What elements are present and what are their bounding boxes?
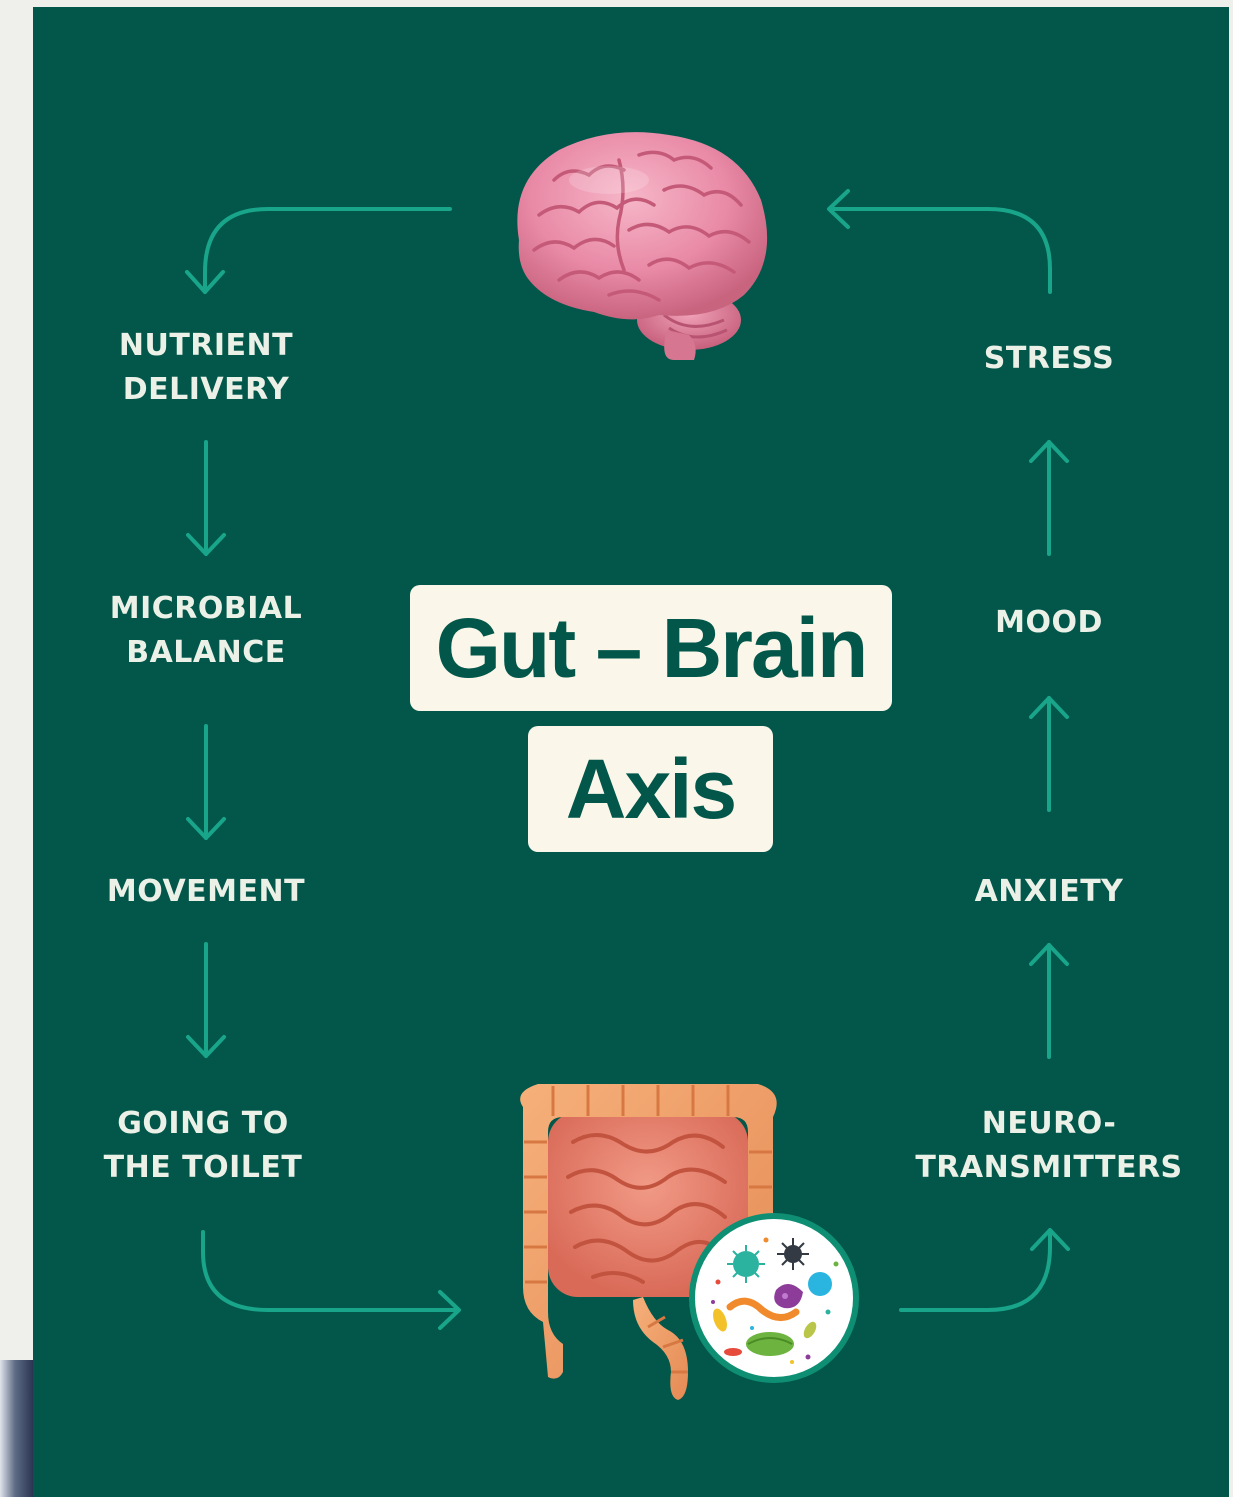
background-edge (0, 1360, 33, 1497)
label-stress: STRESS (984, 337, 1115, 381)
label-microbial-balance: MICROBIAL BALANCE (110, 587, 303, 675)
title-line-1: Gut – Brain (410, 585, 892, 711)
title-line-2: Axis (528, 726, 773, 852)
label-nutrient-delivery: NUTRIENT DELIVERY (119, 324, 293, 412)
label-neurotransmitters: NEURO- TRANSMITTERS (915, 1102, 1182, 1190)
label-movement: MOVEMENT (107, 870, 305, 914)
arrow-gut-to-neuro (901, 1232, 1050, 1310)
diagram-panel: Gut – Brain Axis NUTRIENT DELIVERY MICRO… (33, 7, 1229, 1497)
arrow-toilet-to-gut (203, 1232, 458, 1310)
arrow-brain-to-nutrient (205, 209, 450, 292)
microbes-icon (688, 1212, 860, 1384)
arrow-stress-to-brain (830, 209, 1050, 292)
label-anxiety: ANXIETY (975, 870, 1124, 914)
brain-icon (499, 120, 779, 360)
label-mood: MOOD (995, 601, 1103, 645)
label-going-to-the-toilet: GOING TO THE TOILET (104, 1102, 303, 1190)
